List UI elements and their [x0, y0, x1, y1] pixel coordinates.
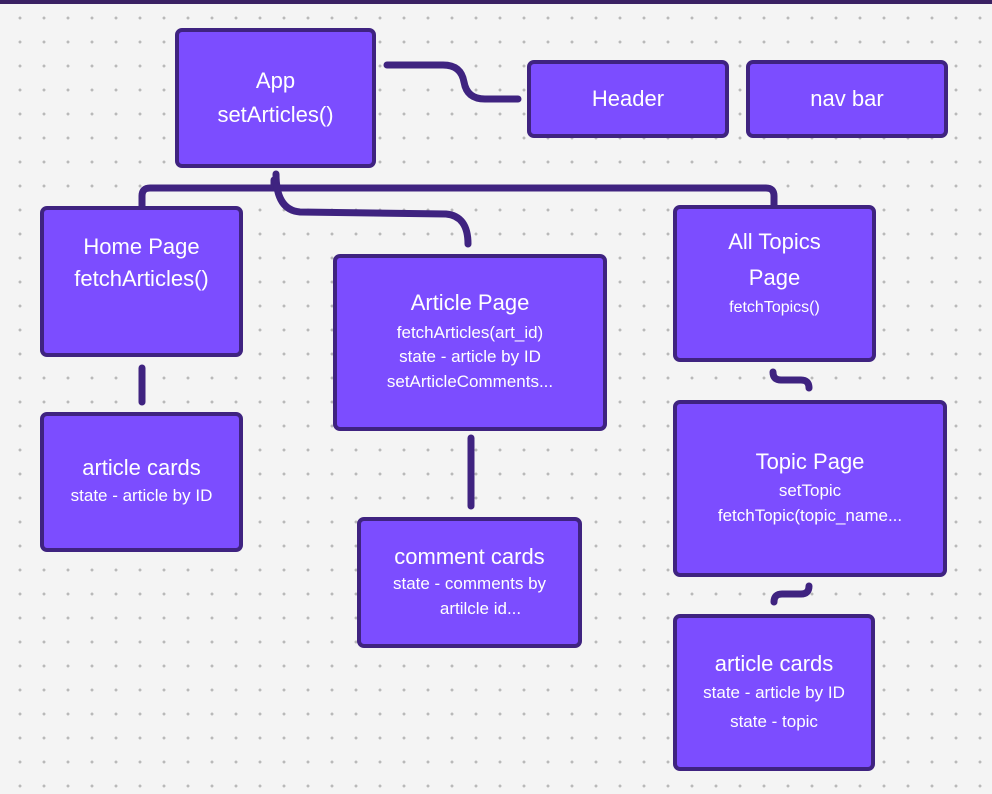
article-page-title: Article Page [410, 290, 530, 316]
topic-page-line-2: fetchTopic(topic_name... [717, 505, 903, 525]
home-page-title: Home Page [83, 234, 200, 259]
connector-topic-cards [770, 582, 813, 606]
header-title: Header [591, 85, 665, 111]
home-page-node[interactable]: Home Page fetchArticles() [40, 206, 243, 357]
all-topics-title-line-2: Page [748, 265, 801, 291]
connector-app-branches [138, 184, 778, 210]
article-page-line-3: setArticleComments... [386, 372, 554, 392]
topic-page-node[interactable]: Topic Page setTopic fetchTopic(topic_nam… [673, 400, 947, 577]
connector-app-article-page [272, 170, 472, 248]
topic-page-line-1: setTopic [778, 481, 842, 501]
topic-page-title: Topic Page [755, 448, 865, 474]
all-topics-title-line-1: All Topics [728, 229, 821, 254]
home-article-cards-line-1: state - article by ID [70, 485, 213, 505]
article-page-line-1: fetchArticles(art_id) [396, 322, 544, 342]
connector-app-header [383, 61, 522, 103]
home-page-line-1: fetchArticles() [74, 266, 209, 292]
nav-bar-title: nav bar [810, 85, 884, 111]
home-article-cards-node[interactable]: article cards state - article by ID [40, 412, 243, 552]
connector-topics-topic [769, 368, 813, 392]
topic-article-cards-line-2: state - topic [730, 711, 818, 731]
app-line-1: setArticles() [217, 102, 334, 127]
topic-article-cards-title: article cards [714, 650, 834, 676]
app-title: App [255, 67, 296, 93]
topic-article-cards-line-1: state - article by ID [703, 683, 845, 703]
app-node[interactable]: App setArticles() [175, 28, 376, 168]
topic-article-cards-node[interactable]: article cards state - article by ID stat… [673, 614, 875, 771]
comment-cards-title: comment cards [394, 543, 545, 569]
nav-bar-node[interactable]: nav bar [746, 60, 948, 138]
all-topics-line-1: fetchTopics() [729, 298, 820, 316]
header-node[interactable]: Header [527, 60, 729, 138]
comment-cards-line-1: state - comments by [392, 574, 547, 594]
article-page-node[interactable]: Article Page fetchArticles(art_id) state… [333, 254, 607, 431]
comment-cards-node[interactable]: comment cards state - comments by artilc… [357, 517, 582, 648]
comment-cards-line-2: artilcle id... [439, 598, 522, 618]
article-page-line-2: state - article by ID [399, 347, 541, 367]
top-strip [0, 0, 992, 4]
home-article-cards-title: article cards [82, 455, 201, 481]
all-topics-page-node[interactable]: All Topics Page fetchTopics() [673, 205, 876, 362]
